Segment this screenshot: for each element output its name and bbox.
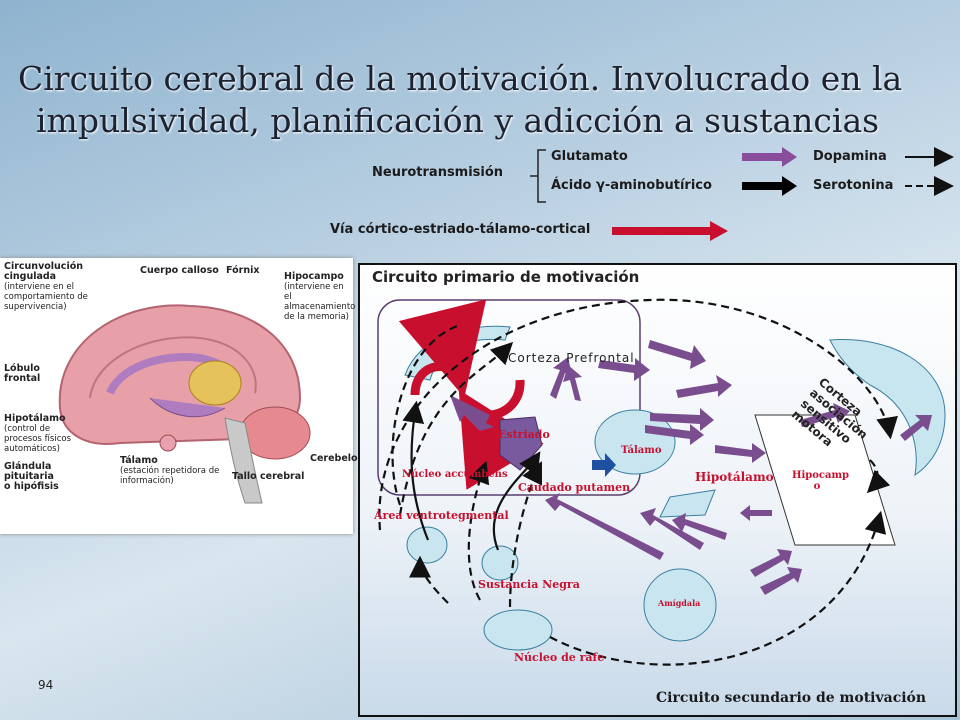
label-corteza-prefrontal: Corteza Prefrontal bbox=[508, 351, 635, 365]
vta-shape bbox=[406, 526, 448, 564]
brain-label-cuerpo-calloso: Cuerpo calloso bbox=[140, 265, 219, 276]
legend-via-arrow bbox=[612, 221, 728, 241]
brain-drawing bbox=[58, 304, 311, 504]
corteza-asociacion-shape bbox=[829, 338, 946, 477]
brain-label-cingulada: Circunvolución cingulada(interviene en e… bbox=[4, 261, 88, 313]
brain-label-talamo: Tálamo(estación repetidora de informació… bbox=[120, 455, 220, 487]
legend-bracket bbox=[530, 149, 546, 203]
label-area-vt: Área ventrotegmental bbox=[374, 509, 509, 522]
legend-gaba-arrow bbox=[742, 176, 797, 196]
slide-title: Circuito cerebral de la motivación. Invo… bbox=[18, 58, 948, 142]
sustancia-negra-shape bbox=[481, 545, 519, 581]
talamo-shape bbox=[594, 409, 676, 475]
brain-label-lobulo: Lóbulo frontal bbox=[4, 363, 41, 384]
label-amigdala: Amígdala bbox=[658, 598, 701, 608]
legend-arrows bbox=[612, 147, 954, 241]
circuit-diagram: Circuito primario de motivación Corteza … bbox=[358, 263, 957, 717]
brain-label-glandula: Glándula pituitaria o hipófisis bbox=[4, 461, 59, 492]
circuit-drawing bbox=[377, 298, 946, 666]
title-line-1: Circuito cerebral de la motivación. Invo… bbox=[18, 59, 903, 98]
brain-label-hipotalamo: Hipotálamo(control de procesos físicos a… bbox=[4, 413, 72, 455]
page-number: 94 bbox=[38, 678, 54, 692]
label-sustancia-negra: Sustancia Negra bbox=[478, 578, 580, 591]
secondary-title: Circuito secundario de motivación bbox=[656, 690, 927, 706]
brain-label-fornix: Fórnix bbox=[226, 265, 260, 276]
legend-glutamato-arrow bbox=[742, 147, 797, 167]
legend-glutamato: Glutamato bbox=[551, 149, 628, 164]
brain-label-cerebelo: Cerebelo bbox=[310, 453, 358, 464]
brain-illustration: Circunvolución cingulada(interviene en e… bbox=[0, 258, 358, 534]
label-talamo: Tálamo bbox=[621, 445, 662, 456]
brain-label-tallo: Tallo cerebral bbox=[232, 471, 305, 482]
primary-title: Circuito primario de motivación bbox=[372, 268, 640, 286]
brain-label-hipocampo: Hipocampo(interviene en el almacenamient… bbox=[284, 271, 356, 323]
estriado-shape bbox=[499, 416, 543, 471]
rafe-shape bbox=[483, 609, 553, 651]
amigdala-shape bbox=[643, 568, 717, 642]
legend-gaba: Ácido γ-aminobutírico bbox=[551, 178, 712, 193]
label-hipotalamo: Hipotálamo bbox=[695, 470, 774, 484]
title-line-2: impulsividad, planificación y adicción a… bbox=[36, 101, 880, 140]
legend-via: Vía córtico-estriado-tálamo-cortical bbox=[330, 222, 591, 237]
label-nucleo-rafe: Núcleo de rafe bbox=[514, 651, 605, 664]
label-caudado: Caudado putamen bbox=[518, 481, 631, 494]
label-estriado: Estriado bbox=[498, 428, 550, 441]
label-nucleo-accumbens: Núcleo accumbens bbox=[402, 469, 508, 480]
legend-serotonina: Serotonina bbox=[813, 178, 894, 193]
legend-neurotransmision: Neurotransmisión bbox=[372, 165, 504, 180]
legend-dopamina: Dopamina bbox=[813, 149, 887, 164]
